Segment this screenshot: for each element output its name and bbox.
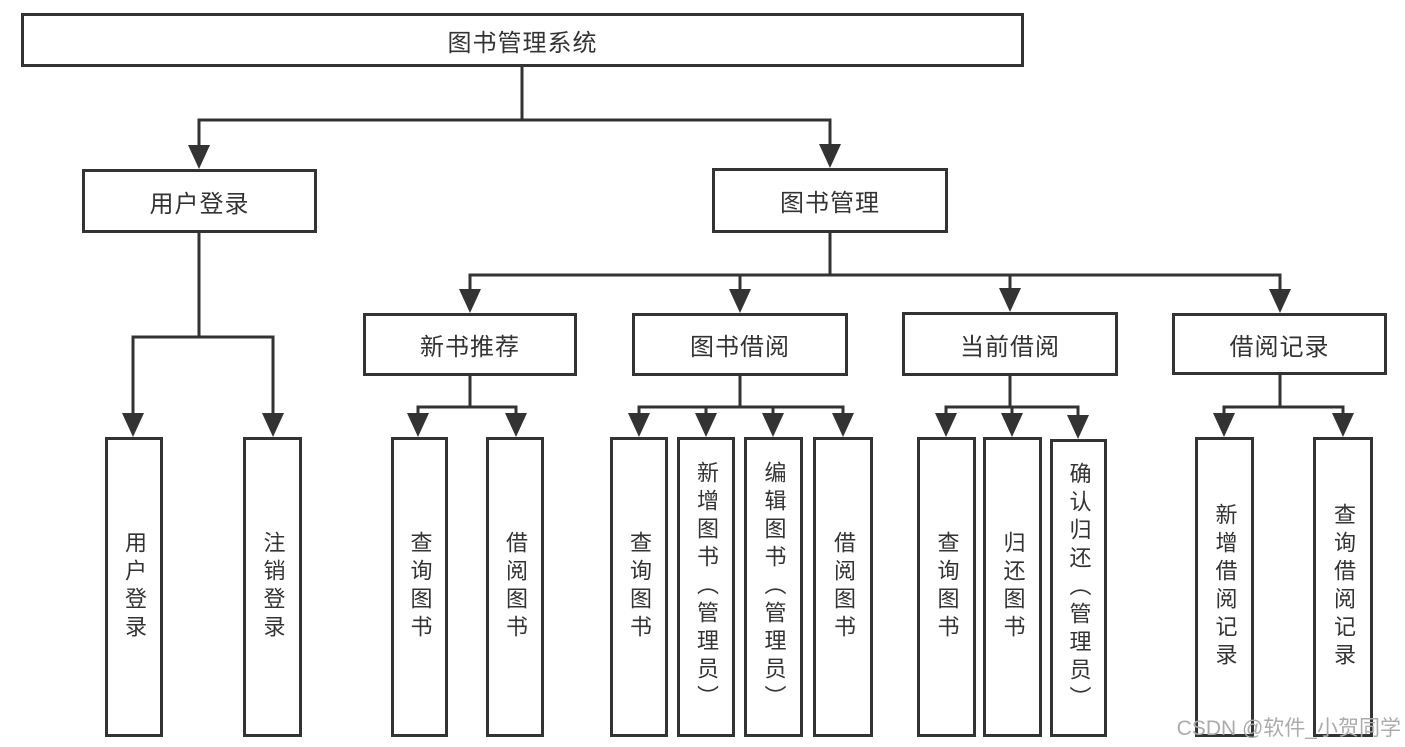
- leaf-user-login: 用户登录: [105, 437, 163, 737]
- leaf-add-borrow-record: 新增借阅记录: [1195, 437, 1254, 737]
- leaf-borrow-books-recommend: 借阅图书: [486, 437, 544, 737]
- node-book-management-label: 图书管理: [780, 190, 880, 217]
- leaf-query-books-recommend: 查询图书: [391, 437, 448, 737]
- leaf-logout-label: 注销登录: [260, 531, 286, 643]
- leaf-user-login-label: 用户登录: [122, 531, 147, 643]
- node-book-management: 图书管理: [712, 168, 948, 233]
- node-library-system-label: 图书管理系统: [447, 29, 598, 57]
- node-current-borrow-label: 当前借阅: [960, 333, 1060, 361]
- node-book-borrow-label: 图书借阅: [690, 334, 790, 361]
- leaf-return-books: 归还图书: [983, 437, 1042, 737]
- node-library-system: 图书管理系统: [21, 13, 1024, 67]
- node-book-borrow: 图书借阅: [632, 313, 848, 376]
- leaf-query-books-recommend-label: 查询图书: [407, 531, 433, 643]
- node-user-login-label: 用户登录: [149, 190, 250, 218]
- leaf-add-books-admin-label: 新增图书（管理员）: [694, 461, 719, 713]
- leaf-query-books-borrow: 查询图书: [610, 437, 668, 737]
- leaf-return-books-label: 归还图书: [1000, 531, 1026, 643]
- watermark: CSDN @软件_小贺同学: [1176, 717, 1401, 740]
- leaf-confirm-return-admin-label: 确认归还（管理员）: [1066, 462, 1092, 714]
- node-user-login: 用户登录: [82, 169, 317, 233]
- leaf-confirm-return-admin: 确认归还（管理员）: [1050, 439, 1107, 737]
- leaf-borrow-books-label: 借阅图书: [831, 531, 856, 643]
- leaf-query-borrow-record: 查询借阅记录: [1313, 437, 1373, 737]
- node-new-book-recommend-label: 新书推荐: [420, 334, 520, 361]
- leaf-borrow-books-recommend-label: 借阅图书: [503, 531, 528, 643]
- leaf-logout: 注销登录: [243, 437, 302, 737]
- leaf-query-books-borrow-label: 查询图书: [627, 531, 652, 643]
- leaf-edit-books-admin-label: 编辑图书（管理员）: [761, 461, 787, 713]
- leaf-edit-books-admin: 编辑图书（管理员）: [744, 437, 803, 737]
- leaf-add-books-admin: 新增图书（管理员）: [677, 437, 735, 737]
- node-borrow-records: 借阅记录: [1172, 313, 1387, 375]
- arrow-down-icons: [122, 144, 1354, 439]
- node-new-book-recommend: 新书推荐: [363, 313, 577, 376]
- leaf-add-borrow-record-label: 新增借阅记录: [1212, 503, 1238, 671]
- leaf-borrow-books: 借阅图书: [813, 437, 873, 737]
- node-borrow-records-label: 借阅记录: [1229, 333, 1330, 361]
- leaf-query-books-current: 查询图书: [917, 437, 976, 737]
- node-current-borrow: 当前借阅: [902, 312, 1118, 376]
- leaf-query-borrow-record-label: 查询借阅记录: [1331, 503, 1356, 671]
- leaf-query-books-current-label: 查询图书: [934, 531, 960, 643]
